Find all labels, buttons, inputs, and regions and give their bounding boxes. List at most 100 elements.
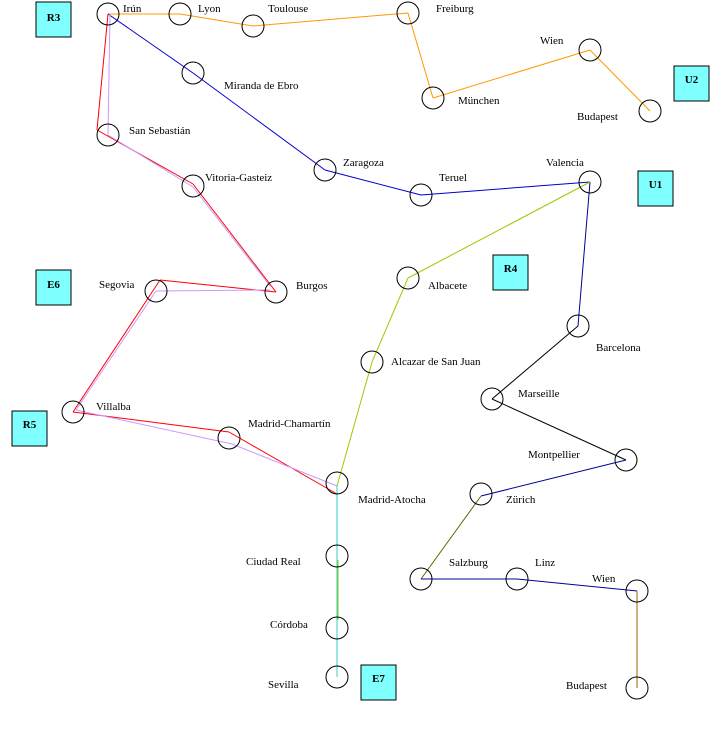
station-marseille[interactable]: Marseille <box>480 387 560 411</box>
station-label: Budapest <box>577 111 618 123</box>
route-badge-e6[interactable]: E6 <box>35 269 72 306</box>
station-node[interactable] <box>625 579 649 603</box>
station-miranda[interactable]: Miranda de Ebro <box>181 61 299 92</box>
station-wien-u1[interactable]: Wien <box>592 573 649 603</box>
station-zaragoza[interactable]: Zaragoza <box>313 157 384 182</box>
station-wien-u2[interactable]: Wien <box>540 35 602 62</box>
station-lyon[interactable]: Lyon <box>168 2 221 26</box>
line-irun-sansebastian-red <box>96 13 109 131</box>
station-node[interactable] <box>578 170 602 194</box>
station-sevilla[interactable]: Sevilla <box>268 665 349 691</box>
station-node[interactable] <box>241 14 265 38</box>
station-node[interactable] <box>614 448 638 472</box>
station-node[interactable] <box>421 86 445 110</box>
line-albacete-alcazar <box>371 277 409 363</box>
station-label: Burgos <box>296 280 328 292</box>
station-munchen[interactable]: München <box>421 86 500 110</box>
line-irun-miranda <box>107 13 194 74</box>
station-node[interactable] <box>325 544 349 568</box>
station-node[interactable] <box>409 183 433 207</box>
station-zurich[interactable]: Zürich <box>469 482 536 506</box>
station-salzburg[interactable]: Salzburg <box>409 557 488 591</box>
station-node[interactable] <box>181 61 205 85</box>
station-label: Zaragoza <box>343 157 384 169</box>
line-vitoria-burgos-red <box>192 183 277 293</box>
route-badge-e7[interactable]: E7 <box>360 664 397 701</box>
route-badge-r3[interactable]: R3 <box>35 1 72 38</box>
station-node[interactable] <box>469 482 493 506</box>
line-miranda-zaragoza <box>192 72 326 171</box>
line-villalba-chamartin-violet <box>75 409 233 445</box>
station-teruel[interactable]: Teruel <box>409 172 467 207</box>
route-badge-r5[interactable]: R5 <box>11 410 48 447</box>
line-segovia-villalba-violet <box>75 290 157 411</box>
station-label: Alcazar de San Juan <box>391 356 481 368</box>
line-alcazar-atocha <box>336 361 373 487</box>
station-node[interactable] <box>168 2 192 26</box>
station-valencia[interactable]: Valencia <box>546 157 602 194</box>
station-barcelona[interactable]: Barcelona <box>566 314 641 354</box>
station-node[interactable] <box>313 158 337 182</box>
station-node[interactable] <box>96 123 120 147</box>
station-node[interactable] <box>505 567 529 591</box>
station-label: Lyon <box>198 3 221 15</box>
station-atocha[interactable]: Madrid-Atocha <box>325 471 426 506</box>
station-vitoria[interactable]: Vitoria-Gasteiz <box>181 172 272 198</box>
station-alcazar[interactable]: Alcazar de San Juan <box>360 350 481 374</box>
station-label: Zürich <box>506 494 536 506</box>
station-label: Segovia <box>99 279 135 291</box>
line-lyon-toulouse <box>179 13 254 27</box>
connection-lines <box>72 12 651 688</box>
station-chamartin[interactable]: Madrid-Chamartín <box>217 418 331 450</box>
station-montpellier[interactable]: Montpellier <box>528 448 638 472</box>
station-linz[interactable]: Linz <box>505 557 555 591</box>
station-node[interactable] <box>480 387 504 411</box>
line-villalba-chamartin-red <box>72 411 230 433</box>
station-node[interactable] <box>625 676 649 700</box>
station-burgos[interactable]: Burgos <box>264 280 328 304</box>
station-toulouse[interactable]: Toulouse <box>241 3 308 38</box>
station-segovia[interactable]: Segovia <box>99 279 168 303</box>
station-label: Salzburg <box>449 557 488 569</box>
station-sansebastian[interactable]: San Sebastián <box>96 123 191 147</box>
station-node[interactable] <box>396 1 420 25</box>
station-node[interactable] <box>566 314 590 338</box>
line-valencia-albacete <box>407 181 591 279</box>
station-node[interactable] <box>325 665 349 689</box>
station-node[interactable] <box>578 38 602 62</box>
station-freiburg[interactable]: Freiburg <box>396 1 474 25</box>
station-node[interactable] <box>396 266 420 290</box>
station-node[interactable] <box>409 567 433 591</box>
station-label: Villalba <box>96 401 131 413</box>
station-node[interactable] <box>61 400 85 424</box>
station-irun[interactable]: Irún <box>96 2 142 26</box>
station-label: Montpellier <box>528 449 580 461</box>
route-badge-label: E6 <box>47 279 60 291</box>
route-badge-label: R3 <box>47 12 61 24</box>
station-node[interactable] <box>217 426 241 450</box>
station-node[interactable] <box>325 616 349 640</box>
route-badge-label: R4 <box>504 263 518 275</box>
station-node[interactable] <box>264 280 288 304</box>
station-albacete[interactable]: Albacete <box>396 266 467 292</box>
route-badge-u1[interactable]: U1 <box>637 170 674 207</box>
station-ciudadreal[interactable]: Ciudad Real <box>246 544 349 568</box>
station-label: Ciudad Real <box>246 556 301 568</box>
route-badge-u2[interactable]: U2 <box>673 65 710 102</box>
station-cordoba[interactable]: Córdoba <box>270 616 349 640</box>
station-label: Irún <box>123 3 142 15</box>
station-node[interactable] <box>144 279 168 303</box>
station-villalba[interactable]: Villalba <box>61 400 131 424</box>
station-node[interactable] <box>638 99 662 123</box>
line-sansebastian-vitoria-violet <box>107 134 194 188</box>
station-node[interactable] <box>360 350 384 374</box>
line-munchen-wien <box>432 49 591 99</box>
station-node[interactable] <box>96 2 120 26</box>
station-label: Toulouse <box>268 3 308 15</box>
station-node[interactable] <box>181 174 205 198</box>
station-budapest-u2[interactable]: Budapest <box>577 99 662 123</box>
station-budapest-u1[interactable]: Budapest <box>566 676 649 700</box>
station-node[interactable] <box>325 471 349 495</box>
route-badge-r4[interactable]: R4 <box>492 254 529 291</box>
line-valencia-barcelona <box>577 181 591 327</box>
